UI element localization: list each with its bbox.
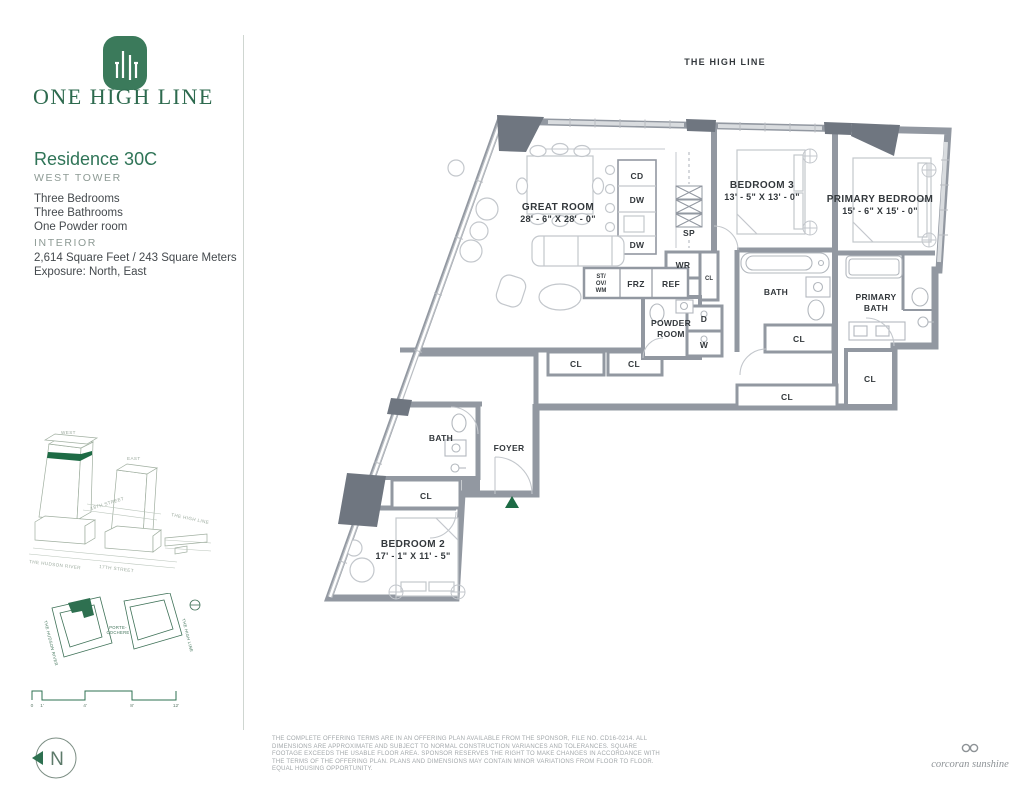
- residence-floor-highlight: [47, 451, 92, 461]
- hudson-river-label-axon: THE HUDSON RIVER: [29, 559, 82, 570]
- bedroom-3-label: BEDROOM 3: [730, 180, 794, 191]
- wr-label: WR: [676, 260, 691, 270]
- primary-bath-label-1: PRIMARY: [856, 292, 897, 302]
- great-room-label: GREAT ROOM: [522, 202, 594, 213]
- bath-fixtures: [444, 152, 934, 473]
- scale-tick-8: 8': [130, 703, 134, 709]
- washer-label: W: [700, 340, 709, 350]
- bedroom-2-label: BEDROOM 2: [381, 539, 445, 550]
- porte-cochere-label-2: COCHERE: [106, 630, 129, 635]
- st-ov-wm-label-2: OV/: [596, 281, 607, 287]
- light-fixtures: [388, 148, 937, 600]
- panel-divider: [243, 35, 244, 730]
- cl-label-bedroom-2: CL: [420, 491, 432, 501]
- great-room-dims: 28' - 6" X 28' - 0": [520, 214, 596, 224]
- scale-tick-12: 12': [173, 703, 179, 709]
- building-diagram: WEST EAST 18TH STREET THE HIGH LINE THE …: [29, 430, 212, 573]
- structural-walls: [338, 115, 900, 527]
- primary-bedroom-dims: 15' - 6" X 15' - 0": [842, 206, 918, 216]
- compass-north-label: N: [50, 749, 64, 770]
- st-ov-wm-label-1: ST/: [596, 274, 606, 280]
- cl-label-hall-2: CL: [628, 359, 640, 369]
- scale-tick-4: 4': [83, 703, 87, 709]
- cl-label-hall-1: CL: [570, 359, 582, 369]
- ref-label: REF: [662, 279, 680, 289]
- north-arrow-icon: [32, 751, 43, 765]
- feature-bedrooms: Three Bedrooms: [34, 193, 120, 205]
- bath-3-label: BATH: [764, 287, 788, 297]
- compass: N: [32, 737, 77, 779]
- scale-bar: 0 1' 4' 8' 12': [31, 690, 179, 709]
- high-line-label-axon: THE HIGH LINE: [171, 512, 210, 525]
- cd-label: CD: [631, 171, 644, 181]
- residence-title: Residence 30C: [34, 149, 158, 169]
- powder-room-label-1: POWDER: [651, 318, 691, 328]
- brand-title: ONE HIGH LINE: [33, 84, 214, 109]
- one-high-line-logo-icon: [103, 36, 147, 90]
- tower-label: WEST TOWER: [34, 172, 122, 184]
- entry-marker-icon: [505, 496, 519, 508]
- legal-disclaimer: THE COMPLETE OFFERING TERMS ARE IN AN OF…: [272, 736, 660, 773]
- corcoran-mark-icon: [961, 743, 979, 753]
- east-tower-label: EAST: [127, 456, 141, 461]
- sp-label: SP: [683, 228, 695, 238]
- dryer-label: D: [701, 314, 707, 324]
- cl-label-kitchen: CL: [705, 276, 713, 282]
- exposure-text: Exposure: North, East: [34, 266, 147, 278]
- cl-label-bath-3: CL: [793, 334, 805, 344]
- door-swings: [429, 225, 895, 539]
- site-plan: THE HUDSON RIVER PORTE- COCHERE THE HIGH…: [43, 593, 201, 666]
- feature-powder: One Powder room: [34, 221, 128, 233]
- closets: [390, 250, 896, 510]
- furniture: [345, 142, 932, 597]
- site-unit-highlight: [68, 598, 94, 618]
- cl-label-primary: CL: [864, 374, 876, 384]
- primary-bedroom-label: PRIMARY BEDROOM: [827, 194, 934, 205]
- residence-features: Three Bedrooms Three Bathrooms One Powde…: [34, 192, 127, 234]
- west-tower-label: WEST: [61, 430, 76, 435]
- high-line-label-site: THE HIGH LINE: [181, 618, 194, 653]
- bath-2-label: BATH: [429, 433, 453, 443]
- scale-tick-1: 1': [40, 703, 44, 709]
- cl-label-corridor: CL: [781, 392, 793, 402]
- interior-label: INTERIOR: [34, 237, 97, 249]
- street-17-label: 17TH STREET: [99, 564, 134, 573]
- frz-label: FRZ: [627, 279, 644, 289]
- feature-bathrooms: Three Bathrooms: [34, 207, 123, 219]
- foyer-label: FOYER: [494, 443, 525, 453]
- powder-room-label-2: ROOM: [657, 329, 685, 339]
- primary-bath-label-2: BATH: [864, 303, 888, 313]
- area-text: 2,614 Square Feet / 243 Square Meters: [34, 252, 237, 264]
- brokerage-logo: corcoran sunshine: [930, 740, 1010, 770]
- bedroom-3-dims: 13' - 5" X 13' - 0": [724, 192, 800, 202]
- area-exposure: 2,614 Square Feet / 243 Square Meters Ex…: [34, 251, 237, 279]
- context-label-high-line: THE HIGH LINE: [684, 57, 766, 67]
- dw-label-1: DW: [630, 195, 645, 205]
- st-ov-wm-label-3: WM: [596, 288, 607, 294]
- room-labels: GREAT ROOM 28' - 6" X 28' - 0" BEDROOM 3…: [375, 180, 934, 561]
- porte-cochere-label-1: PORTE-: [109, 625, 127, 630]
- floor-plan: GREAT ROOM 28' - 6" X 28' - 0" BEDROOM 3…: [324, 115, 952, 602]
- small-labels: CL CL CL CL CL CL CL WR SP D W CD DW DW …: [420, 171, 876, 501]
- dw-label-2: DW: [630, 240, 645, 250]
- brokerage-name: corcoran sunshine: [931, 759, 1009, 770]
- bedroom-2-dims: 17' - 1" X 11' - 5": [375, 551, 450, 561]
- scale-tick-0: 0: [31, 703, 34, 709]
